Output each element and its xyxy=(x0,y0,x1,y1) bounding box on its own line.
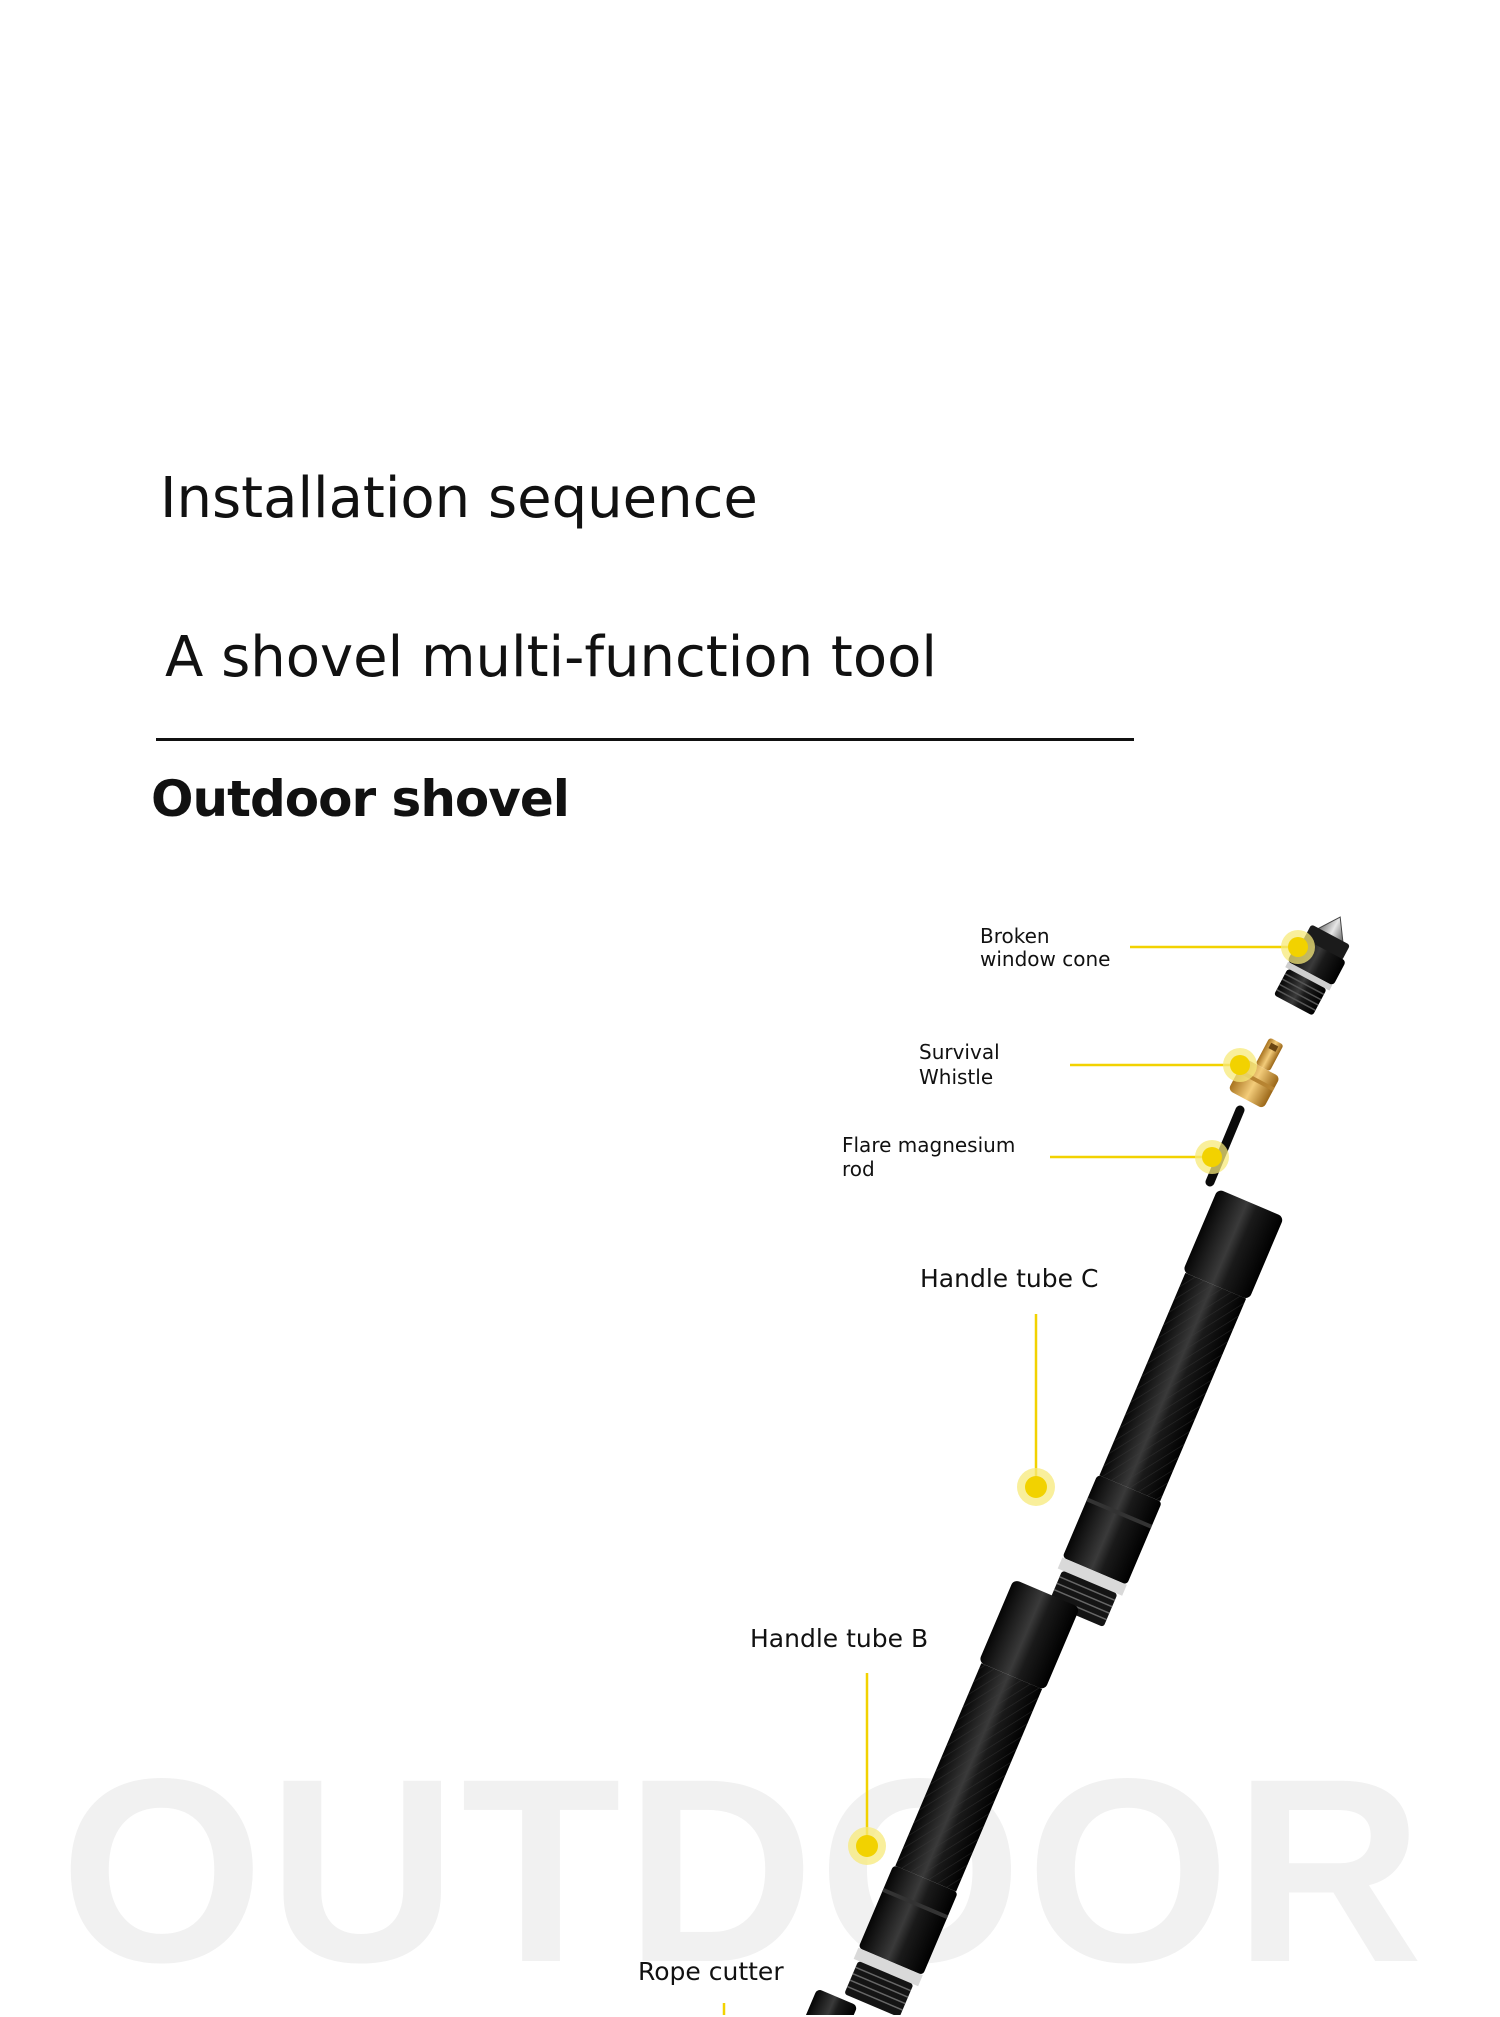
marker-dot-tube-c xyxy=(1017,1468,1055,1506)
background-watermark: OUTDOOR xyxy=(60,1724,1428,2017)
broken-window-cone-part xyxy=(1274,916,1350,1015)
marker-dots xyxy=(848,930,1315,1865)
page-subtitle: A shovel multi-function tool xyxy=(165,625,937,690)
marker-dot-tube-b xyxy=(848,1827,886,1865)
leader-lines xyxy=(722,945,1298,2015)
label-survival-whistle-line1: Survival xyxy=(919,1040,1000,1064)
marker-dot-cone xyxy=(1281,930,1315,964)
label-magnesium-rod-line1: Flare magnesium xyxy=(842,1133,1016,1157)
title-divider xyxy=(156,738,1134,741)
label-broken-window-cone-line2: window cone xyxy=(980,947,1111,971)
page-title: Installation sequence xyxy=(160,466,758,531)
rope-cutter-part xyxy=(803,1990,857,2015)
label-rope-cutter: Rope cutter xyxy=(638,1957,784,1986)
marker-dot-whistle xyxy=(1223,1048,1257,1082)
label-broken-window-cone-line1: Broken xyxy=(980,924,1050,948)
label-survival-whistle-line2: Whistle xyxy=(919,1065,994,1089)
label-magnesium-rod-line2: rod xyxy=(842,1157,875,1181)
label-handle-tube-b: Handle tube B xyxy=(750,1624,929,1653)
handle-tube-c-part xyxy=(1049,1190,1283,1627)
label-handle-tube-c: Handle tube C xyxy=(920,1264,1099,1293)
section-title: Outdoor shovel xyxy=(151,770,570,828)
marker-dot-rod xyxy=(1195,1140,1229,1174)
handle-tube-b-part xyxy=(845,1581,1079,2015)
